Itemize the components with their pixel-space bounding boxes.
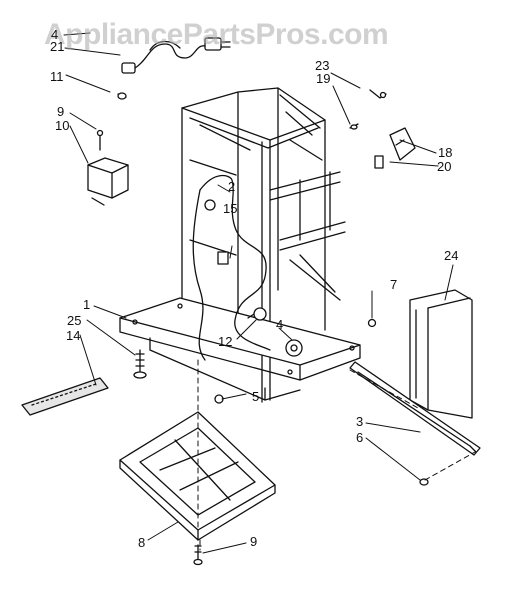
- power-cord: [121, 37, 231, 74]
- callout-5: 5: [252, 389, 260, 404]
- callout-6: 6: [356, 430, 364, 445]
- callout-2: 2: [228, 179, 236, 194]
- bracket-18: [349, 89, 416, 169]
- callout-14: 14: [66, 328, 81, 343]
- leg-screw-25: [133, 349, 147, 379]
- bracket-10: [87, 129, 129, 206]
- callout-1: 1: [83, 297, 91, 312]
- callout-18: 18: [438, 145, 453, 160]
- callout-3: 3: [356, 414, 364, 429]
- callout-24: 24: [444, 248, 459, 263]
- callout-12: 12: [218, 334, 233, 349]
- callout-4: 4: [51, 27, 59, 42]
- component-4: [285, 339, 303, 357]
- drain-tray-8: [119, 411, 276, 541]
- callout-8: 8: [138, 535, 146, 550]
- filter-panel-24: [409, 289, 473, 419]
- callout-4-lower: 4: [276, 317, 284, 332]
- callout-10: 10: [55, 118, 70, 133]
- callout-25: 25: [67, 313, 82, 328]
- wire-harness: [192, 174, 271, 361]
- foam-strip-14: [21, 377, 109, 416]
- callout-15: 15: [223, 201, 238, 216]
- screw-7: [367, 318, 377, 328]
- callout-21: 21: [50, 39, 65, 54]
- callout-20: 20: [437, 159, 452, 174]
- component-12: [247, 307, 267, 321]
- assembly-lines: [197, 359, 476, 551]
- screw-11: [117, 92, 127, 100]
- watermark-text: AppliancePartsPros.com: [44, 18, 389, 51]
- cabinet-frame: [119, 87, 361, 403]
- screw-9-bottom: [193, 544, 203, 566]
- callout-9-bottom: 9: [250, 534, 258, 549]
- callout-19: 19: [316, 71, 331, 86]
- callout-7: 7: [390, 277, 398, 292]
- callout-23: 23: [315, 58, 330, 73]
- leader-lines: [63, 32, 454, 554]
- callout-11: 11: [50, 69, 64, 84]
- callout-9-top: 9: [57, 104, 65, 119]
